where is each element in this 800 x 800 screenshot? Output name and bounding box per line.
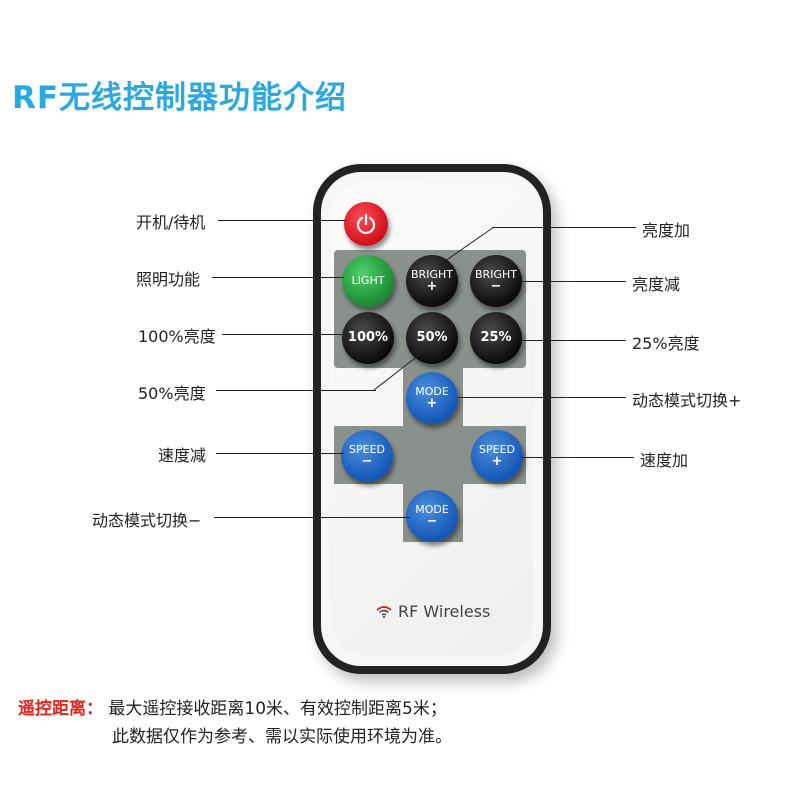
speed-down-sign: − bbox=[362, 456, 373, 468]
wifi-icon bbox=[376, 605, 392, 618]
leader-power bbox=[218, 220, 346, 221]
label-50: 50%亮度 bbox=[138, 380, 206, 404]
label-100: 100%亮度 bbox=[138, 323, 216, 347]
leader-50-diagonal bbox=[372, 343, 434, 393]
label-speed-down: 速度减 bbox=[158, 442, 206, 466]
light-button-label: LIGHT bbox=[352, 275, 385, 287]
leader-bright-up bbox=[492, 227, 636, 228]
leader-lighting bbox=[212, 277, 344, 278]
leader-speed-down bbox=[216, 453, 344, 454]
mode-down-sign: − bbox=[427, 516, 438, 528]
power-button[interactable] bbox=[344, 202, 388, 246]
leader-bright-up-diagonal bbox=[436, 224, 496, 268]
leader-mode-up bbox=[458, 397, 626, 398]
brightness-25-button[interactable]: 25% bbox=[470, 312, 522, 364]
leader-100 bbox=[222, 334, 344, 335]
distance-note-line1: 遥控距离： 最大遥控接收距离10米、有效控制距离5米； bbox=[18, 694, 447, 719]
brand-text: RF Wireless bbox=[398, 602, 490, 621]
mode-up-sign: + bbox=[427, 398, 438, 410]
leader-bright-down bbox=[522, 281, 626, 282]
distance-note-text2: 此数据仅作为参考、需以实际使用环境为准。 bbox=[112, 727, 452, 747]
distance-note-prefix: 遥控距离： bbox=[18, 699, 103, 719]
label-25: 25%亮度 bbox=[632, 330, 700, 354]
label-bright-up: 亮度加 bbox=[642, 217, 690, 241]
page-title: RF无线控制器功能介绍 bbox=[12, 72, 347, 117]
mode-down-button[interactable]: MODE − bbox=[406, 490, 458, 542]
speed-up-button[interactable]: SPEED + bbox=[471, 430, 523, 482]
leader-25 bbox=[522, 340, 626, 341]
power-icon bbox=[355, 213, 377, 235]
distance-note-line2: 此数据仅作为参考、需以实际使用环境为准。 bbox=[112, 722, 452, 747]
distance-note-text1: 最大遥控接收距离10米、有效控制距离5米； bbox=[108, 699, 446, 719]
bright-down-sign: − bbox=[491, 281, 502, 293]
label-speed-up: 速度加 bbox=[640, 447, 688, 471]
leader-50 bbox=[216, 390, 376, 391]
brightness-25-label: 25% bbox=[480, 332, 511, 344]
brand-label: RF Wireless bbox=[376, 602, 490, 621]
speed-up-sign: + bbox=[492, 456, 503, 468]
light-button[interactable]: LIGHT bbox=[342, 255, 394, 307]
label-mode-up: 动态模式切换+ bbox=[632, 387, 741, 411]
label-mode-down: 动态模式切换− bbox=[92, 507, 201, 531]
bright-up-sign: + bbox=[427, 281, 438, 293]
leader-mode-down bbox=[214, 517, 410, 518]
label-bright-down: 亮度减 bbox=[632, 271, 680, 295]
speed-down-button[interactable]: SPEED − bbox=[341, 430, 393, 482]
label-power: 开机/待机 bbox=[136, 209, 205, 233]
leader-speed-up bbox=[520, 457, 634, 458]
label-lighting: 照明功能 bbox=[136, 266, 200, 290]
